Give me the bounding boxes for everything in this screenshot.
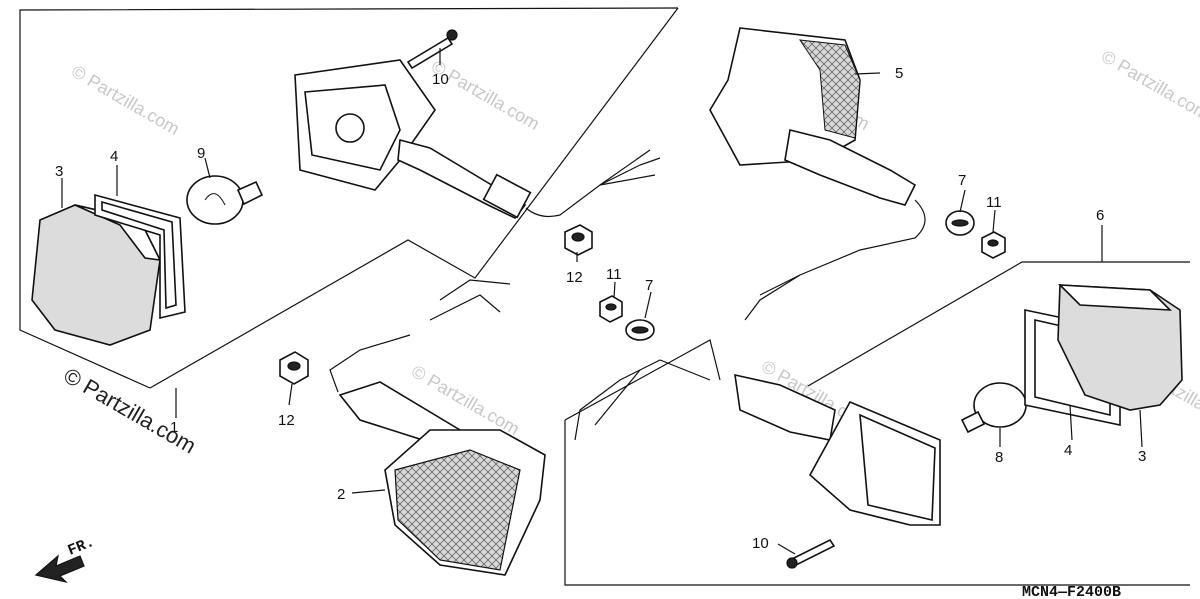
callout-11-right: 11 [986,194,1002,211]
leader-lines [61,48,1143,555]
gasket-left [94,193,186,320]
callout-8: 8 [995,449,1003,466]
nut-11-center [599,295,623,323]
callout-3-right: 3 [1138,448,1146,465]
housing-upper-left [294,59,661,220]
callout-6: 6 [1096,207,1104,224]
callout-12-bottom: 12 [278,412,295,429]
bulb-right [960,382,1027,434]
callouts: 1 2 3 3 4 4 5 6 7 7 8 9 10 10 11 11 12 1… [55,65,1146,552]
callout-12-top: 12 [566,269,583,286]
callout-1: 1 [170,419,178,436]
part-code: MCN4—F2400B [1022,584,1121,599]
turn-signal-lower-left [329,279,546,576]
front-arrow-icon: FR. [34,534,97,584]
callout-9: 9 [197,145,205,162]
washer-7-center [625,319,655,341]
assembly-outlines [19,7,1190,586]
callout-10-top: 10 [432,71,449,88]
direction-label: FR. [66,534,97,560]
screw-top [406,29,458,70]
watermark: © Partzilla.com [1098,46,1200,124]
watermark: © Partzilla.com [68,61,183,139]
callout-4-right: 4 [1064,442,1072,459]
washer-7-right [945,210,975,236]
callout-7-right: 7 [958,172,966,189]
callout-3-left: 3 [55,163,63,180]
nut-11-right [981,231,1006,259]
callout-5: 5 [895,65,903,82]
lens-right [1057,284,1183,411]
turn-signal-lower-right [574,359,941,526]
bulb-left [186,175,264,225]
callout-7-center: 7 [645,277,653,294]
watermark: © Partzilla.com [428,56,543,134]
callout-2: 2 [337,486,345,503]
lens-left [31,204,162,346]
callout-10-bottom: 10 [752,535,769,552]
callout-4-left: 4 [110,148,118,165]
watermark-main: © Partzilla.com [60,363,201,459]
nut-12-bottom [279,351,309,385]
nut-12-top [564,224,593,256]
turn-signal-upper-right [709,27,926,321]
screw-bottom [786,538,836,569]
callout-11-center: 11 [606,266,622,283]
